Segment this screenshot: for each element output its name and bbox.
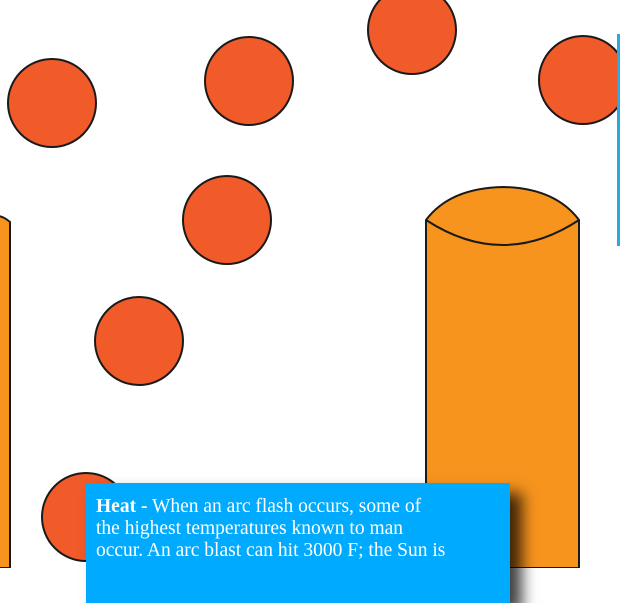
particle — [8, 59, 96, 147]
particle — [183, 176, 271, 264]
heat-info-card: Heat - When an arc flash occurs, some of… — [86, 483, 510, 603]
left-electrode — [0, 216, 10, 568]
info-line-1: Heat - When an arc flash occurs, some of — [96, 496, 500, 518]
info-line-1-text: When an arc flash occurs, some of — [152, 496, 421, 517]
particle — [368, 0, 456, 74]
info-heading: Heat - — [96, 496, 147, 517]
particle — [205, 37, 293, 125]
info-line-3: occur. An arc blast can hit 3000 F; the … — [96, 540, 500, 562]
particle — [95, 297, 183, 385]
particle — [539, 36, 620, 124]
info-line-2: the highest temperatures known to man — [96, 518, 500, 540]
